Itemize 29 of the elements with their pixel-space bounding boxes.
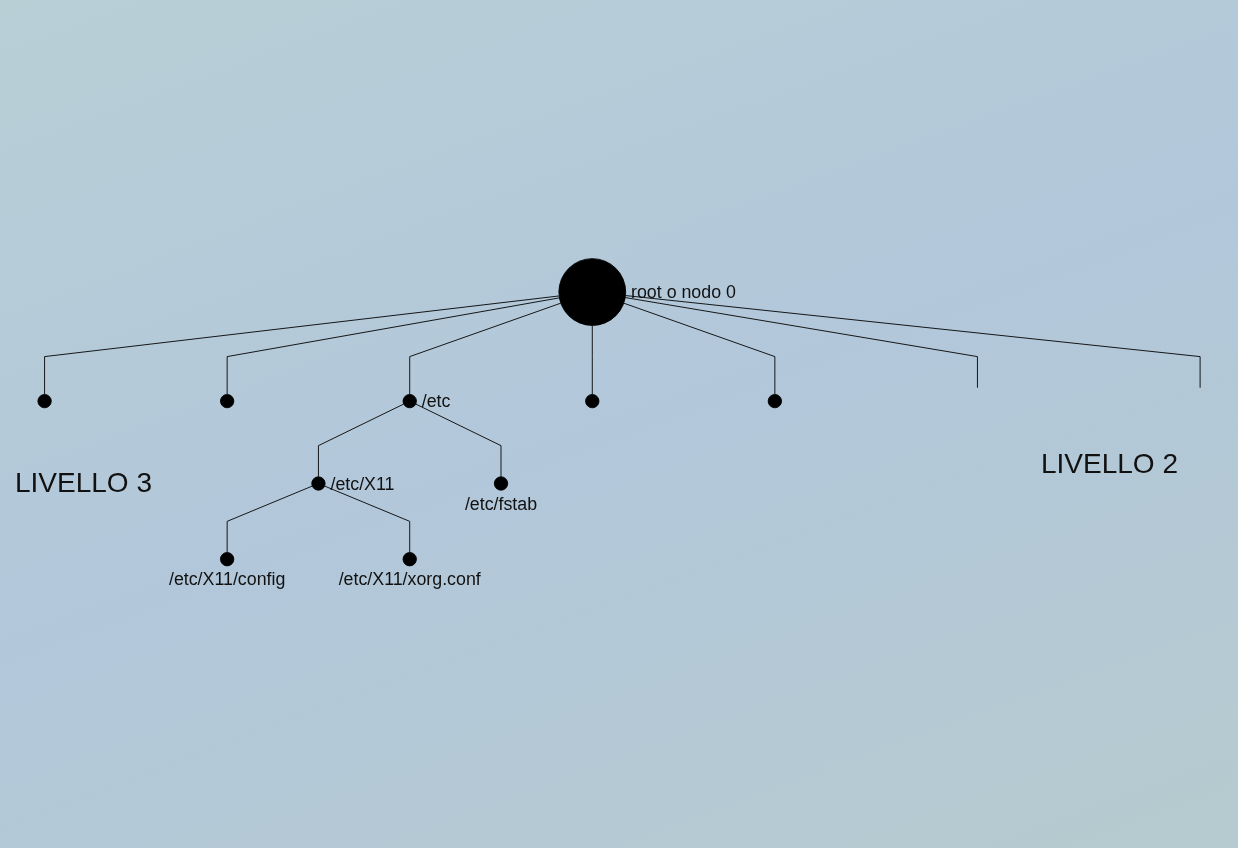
connector-line — [226, 297, 560, 395]
node-dot — [402, 552, 417, 567]
connector-line — [623, 302, 776, 395]
node-label: /etc/fstab — [464, 493, 538, 514]
connector-line — [44, 295, 560, 395]
node-label: /etc/X11/config — [168, 569, 286, 590]
connector-line — [409, 302, 562, 395]
node-dot — [220, 552, 235, 567]
node-label: /etc — [421, 391, 451, 412]
node-dot — [311, 476, 326, 491]
node-dot — [402, 394, 417, 409]
level-label: LIVELLO 3 — [15, 466, 152, 499]
node-label: root o nodo 0 — [631, 282, 736, 303]
node-dot — [558, 258, 627, 326]
connector-line — [624, 297, 978, 389]
node-dot — [37, 394, 52, 409]
connector-line — [324, 485, 411, 553]
connector-line — [415, 403, 502, 478]
connector-line — [591, 325, 593, 395]
node-dot — [585, 394, 600, 409]
node-dot — [767, 394, 782, 409]
connector-line — [625, 295, 1201, 389]
node-dot — [220, 394, 235, 409]
level-label: LIVELLO 2 — [1041, 447, 1178, 480]
node-label: /etc/X11 — [330, 473, 395, 494]
connector-line — [318, 403, 405, 478]
node-label: /etc/X11/xorg.conf — [338, 569, 481, 590]
connector-line — [226, 485, 313, 553]
node-dot — [493, 476, 509, 491]
